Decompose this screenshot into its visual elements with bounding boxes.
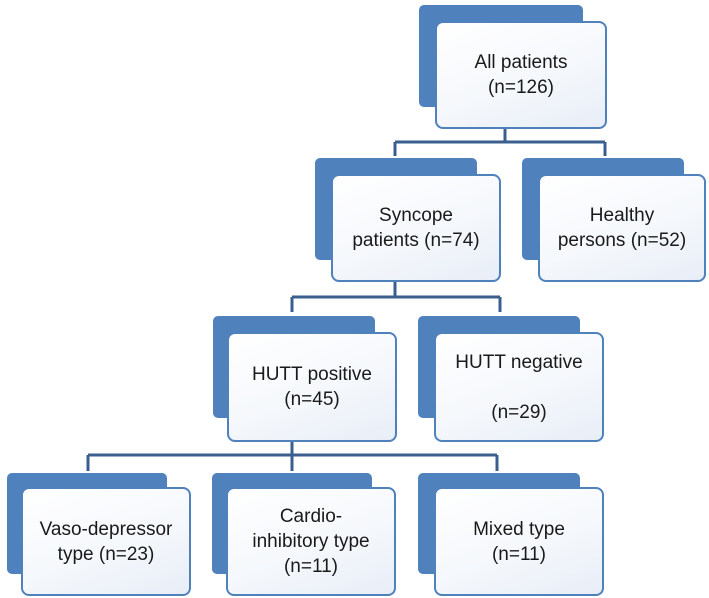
node-hutt-negative: HUTT negative (n=29) <box>416 314 604 442</box>
node-label: HUTT positive (n=45) <box>251 364 372 410</box>
node-all-patients: All patients (n=126) <box>417 3 607 129</box>
node-label: Vaso-depressor type (n=23) <box>39 518 173 565</box>
node-box: All patients (n=126) <box>435 21 607 129</box>
node-box: Mixed type (n=11) <box>434 487 604 596</box>
node-syncope-patients: Syncope patients (n=74) <box>313 156 501 282</box>
node-healthy-persons: Healthy persons (n=52) <box>520 156 706 282</box>
node-label: All patients (n=126) <box>474 52 568 98</box>
node-box: Vaso-depressor type (n=23) <box>21 487 191 596</box>
node-mixed-type: Mixed type (n=11) <box>416 471 604 596</box>
node-box: Cardio- inhibitory type (n=11) <box>226 487 396 596</box>
node-box: Syncope patients (n=74) <box>331 174 501 282</box>
node-box: HUTT positive (n=45) <box>227 332 397 442</box>
node-vaso-depressor: Vaso-depressor type (n=23) <box>5 471 191 596</box>
node-label: Mixed type (n=11) <box>473 518 565 565</box>
node-label: Cardio- inhibitory type (n=11) <box>252 506 370 577</box>
node-label: HUTT negative (n=29) <box>455 351 583 423</box>
node-cardio-inhibitory: Cardio- inhibitory type (n=11) <box>210 471 396 596</box>
node-box: HUTT negative (n=29) <box>434 332 604 442</box>
node-hutt-positive: HUTT positive (n=45) <box>211 314 397 442</box>
node-label: Healthy persons (n=52) <box>557 205 687 251</box>
node-box: Healthy persons (n=52) <box>538 174 706 282</box>
node-label: Syncope patients (n=74) <box>352 205 480 251</box>
